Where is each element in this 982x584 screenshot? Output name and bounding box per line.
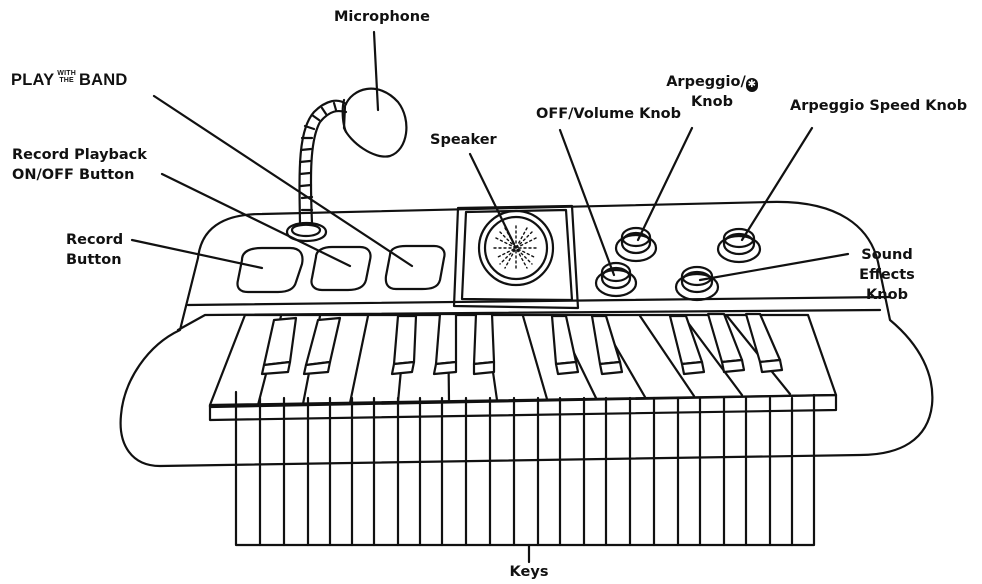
- keyboard-body-outline: [119, 200, 934, 468]
- off-volume-leader: [558, 128, 616, 277]
- arpeggio-speed-leader: [740, 126, 814, 242]
- black-key-8: [668, 314, 704, 366]
- sound-effects-knob-shape: [674, 265, 720, 302]
- black-key-10: [744, 312, 782, 364]
- sound-effects-knob-label: Sound Effects Knob: [859, 247, 915, 303]
- keys-bracket: [234, 390, 816, 564]
- off-volume-knob-label: OFF/Volume Knob: [536, 106, 682, 122]
- record-button-leader: [130, 238, 264, 270]
- keybed-top-edge: [176, 308, 882, 332]
- microphone-head: [342, 87, 408, 158]
- black-key-1: [262, 316, 298, 367]
- play-with-band-leader: [152, 94, 414, 268]
- band-text: BAND: [78, 71, 128, 89]
- arpeggio-bluetooth-leader: [636, 126, 694, 242]
- arpeggio-bluetooth-knob-shape: [614, 226, 658, 263]
- arpeggio-speed-knob-label: Arpeggio Speed Knob: [790, 98, 968, 114]
- speaker-housing: [452, 204, 580, 310]
- bluetooth-icon: ✱: [745, 78, 758, 92]
- speaker-leader: [468, 152, 516, 246]
- record-playback-button-shape: [310, 245, 372, 292]
- black-key-3: [392, 314, 418, 366]
- microphone-leader: [372, 30, 380, 112]
- black-key-5: [472, 312, 496, 366]
- black-key-6: [550, 314, 578, 366]
- microphone-label: Microphone: [334, 9, 430, 25]
- play-with-band-button-shape: [384, 244, 446, 291]
- arpeggio-bluetooth-knob-label: Arpeggio/✱ Knob: [666, 74, 758, 110]
- black-key-2: [304, 316, 342, 367]
- speaker-label: Speaker: [430, 132, 497, 148]
- record-button-label: Record Button: [66, 232, 124, 268]
- record-playback-leader: [160, 172, 352, 268]
- record-button-shape: [236, 246, 304, 294]
- play-text: PLAY: [11, 71, 55, 89]
- black-key-4: [434, 312, 458, 366]
- record-playback-label: Record Playback ON/OFF Button: [12, 147, 147, 183]
- arpeggio-speed-knob-shape: [716, 227, 762, 264]
- sound-effects-leader: [698, 252, 850, 282]
- speaker-grill-outer: [477, 209, 555, 287]
- keys-label: Keys: [509, 564, 549, 580]
- panel-front-edge: [186, 295, 892, 307]
- black-key-7: [590, 314, 622, 366]
- off-volume-knob-shape: [594, 261, 638, 298]
